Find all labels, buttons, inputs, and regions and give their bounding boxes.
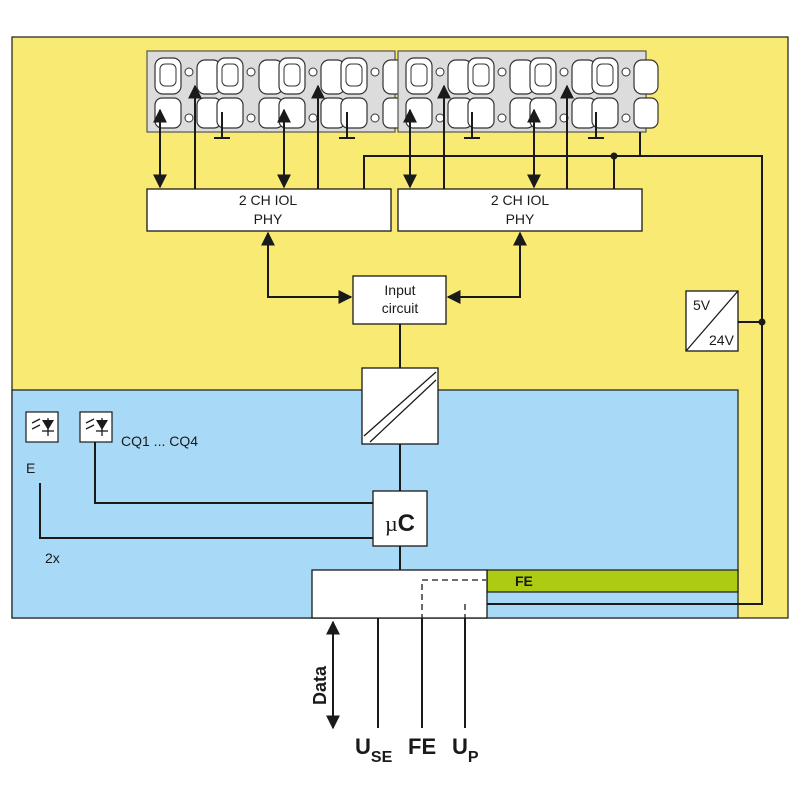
terminal-latch-inner	[159, 63, 177, 87]
regulator-bottom-label: 24V	[709, 332, 735, 348]
phy-input-arrows	[261, 231, 527, 304]
terminal-wire-entry	[591, 97, 619, 129]
terminal-wire-entry	[216, 97, 244, 129]
terminal-wire-entry	[154, 97, 182, 129]
input-circuit-block	[352, 275, 447, 325]
terminal-latch-inner	[283, 63, 301, 87]
terminal-screw	[246, 113, 256, 123]
data-label: Data	[310, 665, 330, 705]
terminal-latch	[405, 57, 433, 95]
terminal-latch-inner	[345, 63, 363, 87]
terminal-latch-inner	[596, 63, 614, 87]
terminal-latch	[278, 57, 306, 95]
terminal-screw	[370, 113, 380, 123]
terminal-latch-inner	[534, 63, 552, 87]
terminal-screw	[184, 113, 194, 123]
phy-right-line2: PHY	[506, 211, 535, 227]
led-wiring	[39, 442, 373, 539]
terminal-latch	[467, 57, 495, 95]
ground-symbols	[214, 112, 604, 139]
fe-terminal-label: FE	[408, 734, 436, 759]
microcontroller-block	[372, 490, 428, 547]
up-label: UP	[452, 734, 479, 766]
terminal-screw	[559, 67, 569, 77]
galvanic-isolation	[361, 324, 439, 491]
led-error-count: 2x	[45, 550, 60, 566]
terminal-screw	[435, 113, 445, 123]
terminal-latch	[633, 59, 659, 95]
phy-right-line1: 2 CH IOL	[491, 192, 550, 208]
terminal-screw	[497, 67, 507, 77]
terminal-latch-inner	[472, 63, 490, 87]
led-icon	[31, 418, 54, 436]
bottom-terminals	[326, 618, 466, 730]
terminal-wire-entry	[633, 97, 659, 129]
terminal-screw	[184, 67, 194, 77]
terminal-latch	[216, 57, 244, 95]
terminal-screw	[308, 67, 318, 77]
connector-right	[397, 50, 659, 133]
terminal-screw	[621, 67, 631, 77]
phy-left-line1: 2 CH IOL	[239, 192, 298, 208]
input-circuit-line1: Input	[384, 282, 415, 298]
connector-left	[146, 50, 408, 133]
phy-left-line2: PHY	[254, 211, 283, 227]
terminal-wire-entry	[467, 97, 495, 129]
terminal-latch	[529, 57, 557, 95]
input-circuit-line2: circuit	[382, 300, 419, 316]
io-link-arrows	[153, 84, 574, 189]
terminal-screw	[308, 113, 318, 123]
fe-internal-wiring	[421, 579, 486, 620]
regulator-top-label: 5V	[693, 297, 711, 313]
terminal-latch	[591, 57, 619, 95]
led-error: E 2x	[25, 411, 60, 566]
terminal-screw	[435, 67, 445, 77]
terminal-screw	[246, 67, 256, 77]
microcontroller-label: µC	[385, 510, 415, 537]
use-label: USE	[355, 734, 393, 766]
led-icon	[85, 418, 108, 436]
terminal-screw	[621, 113, 631, 123]
phy-right-block	[397, 188, 643, 232]
phy-left-block	[146, 188, 392, 232]
terminal-latch	[340, 57, 368, 95]
supply-wiring	[363, 132, 766, 605]
terminal-latch-inner	[221, 63, 239, 87]
terminal-latch-inner	[410, 63, 428, 87]
terminal-screw	[497, 113, 507, 123]
terminal-latch	[154, 57, 182, 95]
led-channels-label: CQ1 ... CQ4	[121, 433, 198, 449]
led-error-label: E	[26, 460, 35, 476]
bus-connector-block	[311, 569, 488, 619]
voltage-regulator: 5V 24V	[685, 290, 739, 352]
terminal-wire-entry	[278, 97, 306, 129]
fe-bar-label: FE	[515, 573, 533, 589]
terminal-screw	[370, 67, 380, 77]
terminal-wire-entry	[340, 97, 368, 129]
